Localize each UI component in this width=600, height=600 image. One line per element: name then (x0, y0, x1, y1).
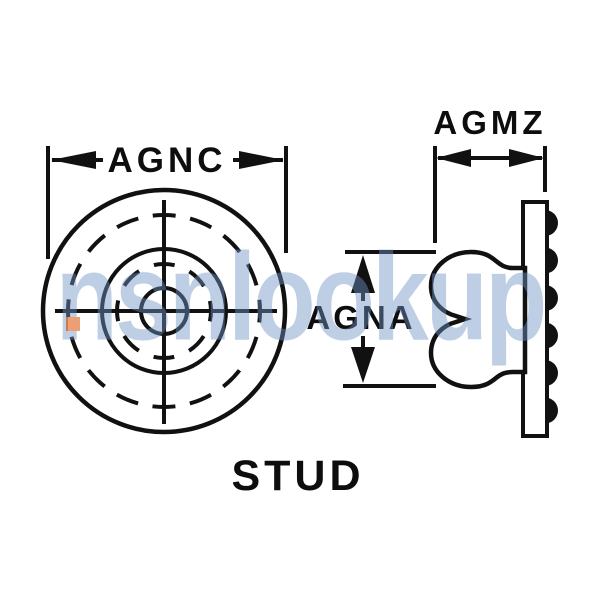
plate-bump (545, 210, 558, 236)
plate-bump (545, 322, 558, 349)
agmz-arrow-right (509, 149, 544, 167)
plate-bump (545, 397, 558, 424)
agmz-arrow-left (436, 149, 471, 167)
agna-arrow-up (351, 255, 375, 293)
front-view (40, 187, 288, 435)
agmz-dimension (433, 146, 547, 243)
part-caption: STUD (231, 452, 365, 500)
agna-dimension (343, 250, 436, 388)
stud-body-profile (428, 249, 528, 390)
agnc-arrow-right (239, 151, 284, 169)
agmz-dimension-label: AGMZ (433, 104, 547, 141)
highlight-marker (66, 317, 80, 331)
agna-dimension-label: AGNA (306, 299, 416, 336)
front-outer-circle (40, 187, 288, 435)
plate-bump (545, 285, 558, 311)
plate-bumps (545, 210, 558, 424)
plate-bump (545, 247, 558, 274)
side-view (428, 200, 558, 438)
agnc-dimension (46, 146, 288, 259)
plate-bump (545, 360, 558, 386)
agnc-dimension-label: AGNC (107, 141, 227, 180)
agna-arrow-down (351, 347, 375, 383)
agnc-arrow-left (51, 151, 96, 169)
